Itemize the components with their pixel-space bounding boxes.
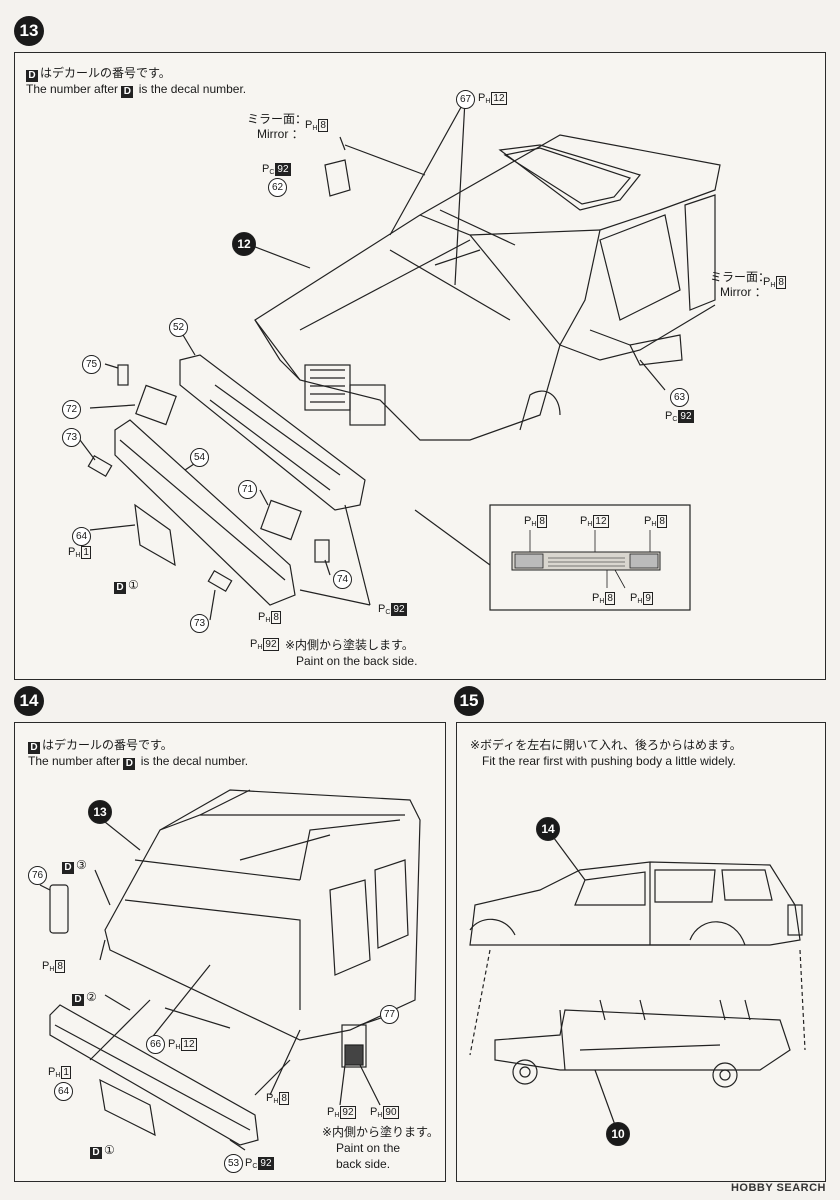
decal-note-en: The number after D is the decal number. — [26, 82, 247, 98]
part-64-callout-14: 64 — [54, 1082, 73, 1101]
part-76-callout: 76 — [28, 866, 47, 885]
mirror-label-ja-2: ミラー面： — [710, 270, 771, 284]
part-13-callout: 13 — [88, 800, 112, 824]
part-77-callout: 77 — [380, 1005, 399, 1024]
part-72-callout: 72 — [62, 400, 81, 419]
step-14-panel — [14, 722, 446, 1182]
part-67-callout: 67 — [456, 90, 475, 109]
part-63-callout: 63 — [670, 388, 689, 407]
paint-back-en-14a: Paint on the — [336, 1141, 401, 1155]
decal-note-en-14: The number after D is the decal number. — [28, 754, 249, 770]
part-52-callout: 52 — [169, 318, 188, 337]
part-73-callout-b: 73 — [190, 614, 209, 633]
paint-back-ja-13: ※内側から塗装します。 — [285, 638, 414, 652]
hobby-search-logo: HOBBY SEARCH — [730, 1182, 826, 1194]
part-73-callout-a: 73 — [62, 428, 81, 447]
paint-back-en-14b: back side. — [336, 1157, 391, 1171]
part-62-callout: 62 — [268, 178, 287, 197]
part-64-callout: 64 — [72, 527, 91, 546]
step-14-badge: 14 — [14, 686, 44, 716]
part-14-callout: 14 — [536, 817, 560, 841]
part-75-callout: 75 — [82, 355, 101, 374]
mirror-label-en-2: Mirror ： — [720, 285, 767, 299]
note-en-15: Fit the rear first with pushing body a l… — [482, 754, 736, 768]
part-12-callout: 12 — [232, 232, 256, 256]
part-10-callout: 10 — [606, 1122, 630, 1146]
part-74-callout: 74 — [333, 570, 352, 589]
part-71-callout: 71 — [238, 480, 257, 499]
paint-back-ja-14: ※内側から塗ります。 — [322, 1125, 439, 1139]
step-15-badge: 15 — [454, 686, 484, 716]
note-ja-15: ※ボディを左右に開いて入れ、後ろからはめます。 — [470, 738, 742, 752]
mirror-label-en-1: Mirror ： — [257, 127, 304, 141]
step-15-panel — [456, 722, 826, 1182]
step-13-badge: 13 — [14, 16, 44, 46]
part-53-callout: 53 — [224, 1154, 243, 1173]
mirror-label-ja-1: ミラー面： — [247, 112, 308, 126]
part-66-callout: 66 — [146, 1035, 165, 1054]
paint-back-en-13: Paint on the back side. — [296, 654, 418, 668]
step-13-panel — [14, 52, 826, 680]
part-54-callout: 54 — [190, 448, 209, 467]
